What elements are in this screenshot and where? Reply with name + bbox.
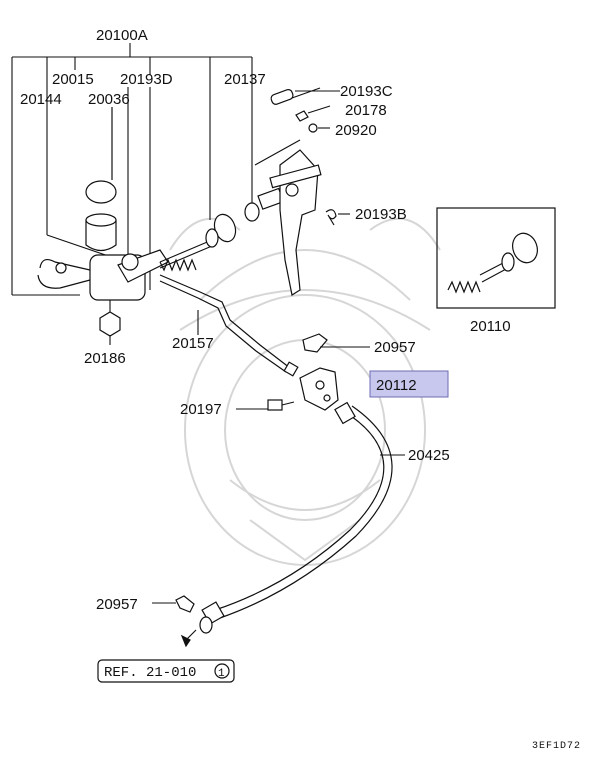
clutch-pipe	[159, 274, 299, 377]
label-20112[interactable]: 20112	[376, 377, 417, 394]
label-20100A: 20100A	[96, 27, 148, 44]
clevis-boot	[205, 187, 285, 248]
highlight-20112[interactable]	[369, 370, 449, 398]
hose-bracket	[299, 333, 339, 411]
label-20186: 20186	[84, 350, 126, 367]
label-20178: 20178	[345, 102, 387, 119]
label-20197: 20197	[180, 401, 222, 418]
label-20957: 20957	[374, 339, 416, 356]
reference-circled-number: 1	[218, 668, 225, 680]
label-20144: 20144	[20, 91, 62, 108]
inset-box-20110	[436, 207, 556, 309]
ref-arrow	[180, 629, 197, 648]
label-20193D: 20193D	[120, 71, 173, 88]
diagram-code: 3EF1D72	[532, 741, 581, 752]
label-20137: 20137	[224, 71, 266, 88]
clutch-hose	[199, 401, 393, 634]
bolt	[267, 399, 295, 411]
pedal-bracket	[254, 139, 322, 296]
reference-box[interactable]: REF. 21-010 1	[97, 659, 235, 683]
reference-text: REF. 21-010	[104, 665, 196, 681]
leader-lines	[109, 90, 405, 456]
label-20193B: 20193B	[355, 206, 407, 223]
label-20957-bottom: 20957	[96, 596, 138, 613]
label-20193C: 20193C	[340, 83, 393, 100]
pin-and-clips	[270, 87, 350, 226]
label-20920: 20920	[335, 122, 377, 139]
label-20157: 20157	[172, 335, 214, 352]
hose-clip	[152, 595, 195, 613]
label-20036: 20036	[88, 91, 130, 108]
label-20110: 20110	[470, 318, 511, 335]
master-cylinder	[37, 180, 169, 337]
label-20015: 20015	[52, 71, 94, 88]
push-rod	[159, 239, 213, 272]
label-20425: 20425	[408, 447, 450, 464]
